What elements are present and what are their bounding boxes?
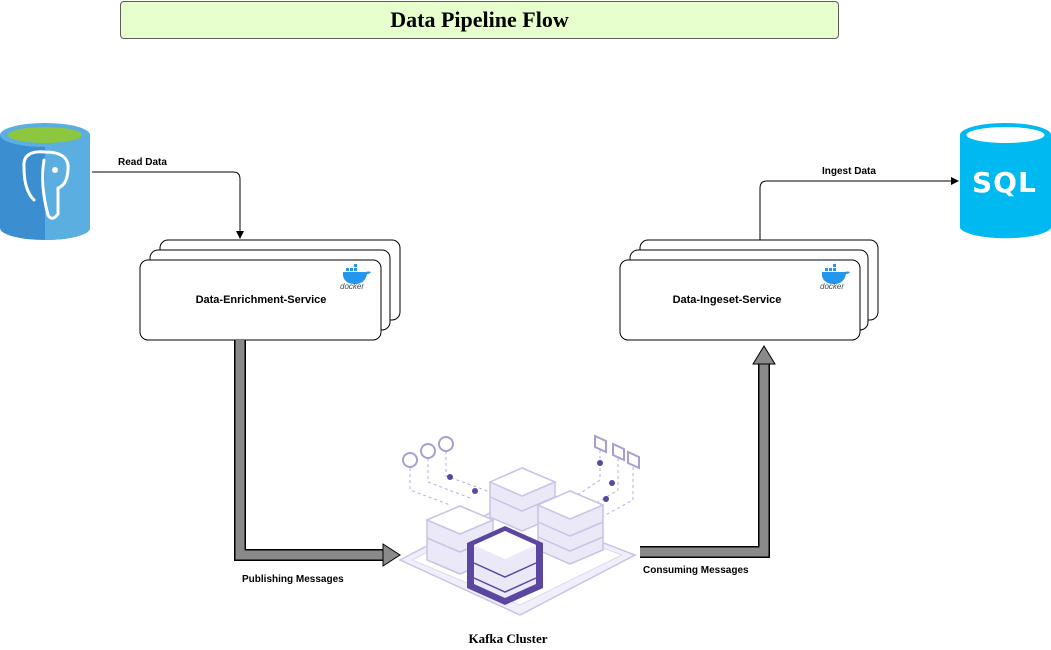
sql-icon-label: SQL <box>972 166 1037 199</box>
ingest-service-label: Data-Ingeset-Service <box>672 294 782 306</box>
enrichment-service-label: Data-Enrichment-Service <box>195 294 327 306</box>
read-data-connector <box>92 171 244 239</box>
enrichment-service-stack <box>139 239 401 341</box>
kafka-cluster-icon <box>398 434 640 616</box>
consuming-messages-label: Consuming Messages <box>643 565 749 576</box>
diagram-title: Data Pipeline Flow <box>390 7 569 32</box>
ingest-data-connector <box>759 177 959 240</box>
publishing-messages-label: Publishing Messages <box>242 574 344 585</box>
docker-badge-text: docker <box>820 282 845 291</box>
ingest-service-stack <box>619 239 879 341</box>
ingest-data-label: Ingest Data <box>822 166 876 177</box>
consuming-flow-arrow <box>640 345 776 558</box>
read-data-label: Read Data <box>118 157 167 168</box>
sql-database-icon <box>960 123 1051 239</box>
kafka-cluster-label: Kafka Cluster <box>468 631 548 646</box>
postgresql-database-icon <box>0 123 90 240</box>
docker-whale-icon <box>343 264 371 284</box>
diagram-title-box: Data Pipeline Flow <box>120 1 839 39</box>
docker-badge-text: docker <box>340 282 365 291</box>
docker-whale-icon <box>822 264 850 284</box>
elephant-icon <box>22 150 70 220</box>
publishing-flow-arrow <box>234 340 401 567</box>
